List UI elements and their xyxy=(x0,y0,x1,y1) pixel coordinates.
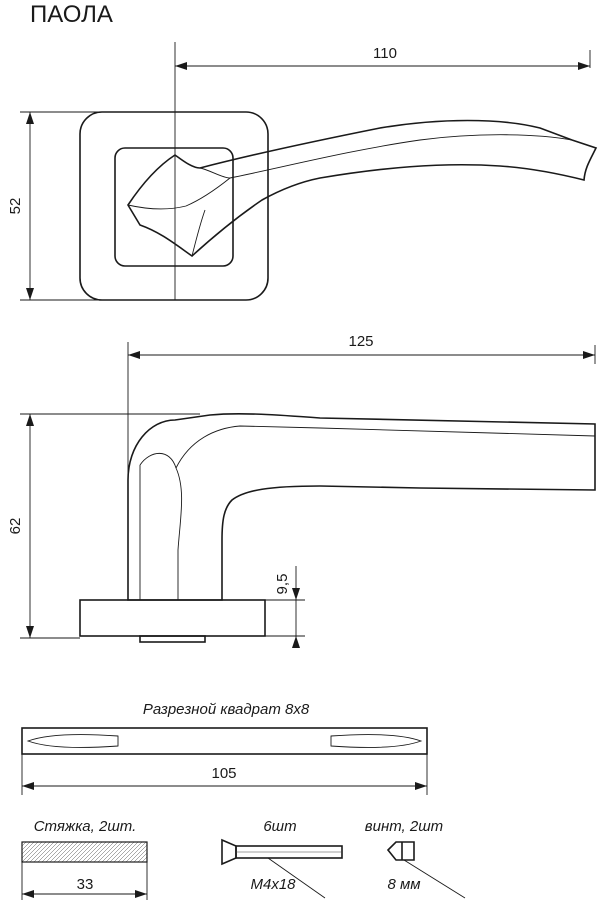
tie-dim-length: 33 xyxy=(77,876,94,893)
spindle-dim-length: 105 xyxy=(211,765,236,782)
top-view: 110 52 xyxy=(7,42,598,301)
side-handle-body xyxy=(127,412,596,601)
side-view: 125 62 9,5 xyxy=(7,333,596,648)
bolt-leader-line xyxy=(267,857,326,899)
side-dim-height: 62 xyxy=(7,518,24,535)
side-dim-length: 125 xyxy=(348,333,373,350)
bolt-size: М4х18 xyxy=(250,876,296,893)
arrow-head xyxy=(22,782,34,790)
arrow-head xyxy=(175,62,187,70)
arrow-head xyxy=(292,636,300,648)
bolt-head xyxy=(221,838,237,866)
arrow-head xyxy=(135,890,147,898)
side-dim-rosette: 9,5 xyxy=(274,574,291,595)
top-rosette-inner xyxy=(114,147,234,267)
top-dim-height: 52 xyxy=(7,198,24,215)
accessories-section: Стяжка, 2шт. 33 6шт М4х18 винт, 2шт 8 мм xyxy=(21,818,466,900)
arrow-head xyxy=(26,414,34,426)
spindle-slot-left xyxy=(26,734,119,748)
top-dim-length: 110 xyxy=(373,45,397,62)
tie-caption: Стяжка, 2шт. xyxy=(34,818,137,835)
arrow-head xyxy=(128,351,140,359)
arrow-head xyxy=(292,588,300,600)
screw-caption: винт, 2шт xyxy=(365,818,443,835)
top-handle-lever xyxy=(127,119,598,258)
screw-leader-line xyxy=(403,859,466,899)
arrow-head xyxy=(26,112,34,124)
arrow-head xyxy=(26,626,34,638)
top-lever-crease xyxy=(127,134,573,257)
arrow-head xyxy=(415,782,427,790)
bolt-count: 6шт xyxy=(263,818,296,835)
arrow-head xyxy=(583,351,595,359)
side-handle-shoulder xyxy=(139,425,596,600)
arrow-head xyxy=(578,62,590,70)
screw-body xyxy=(386,841,415,861)
spindle-bar xyxy=(21,727,428,755)
side-spindle-stub xyxy=(139,635,206,643)
arrow-head xyxy=(26,288,34,300)
top-rosette-outer xyxy=(79,111,269,301)
spindle-caption: Разрезной квадрат 8х8 xyxy=(143,701,310,718)
spindle-section: Разрезной квадрат 8х8 105 xyxy=(21,701,428,795)
screw-size: 8 мм xyxy=(387,876,420,893)
tie-rod xyxy=(21,841,148,863)
arrow-head xyxy=(22,890,34,898)
spindle-slot-right xyxy=(330,734,423,748)
side-rosette xyxy=(79,599,266,637)
product-title: ПАОЛА xyxy=(30,1,113,28)
